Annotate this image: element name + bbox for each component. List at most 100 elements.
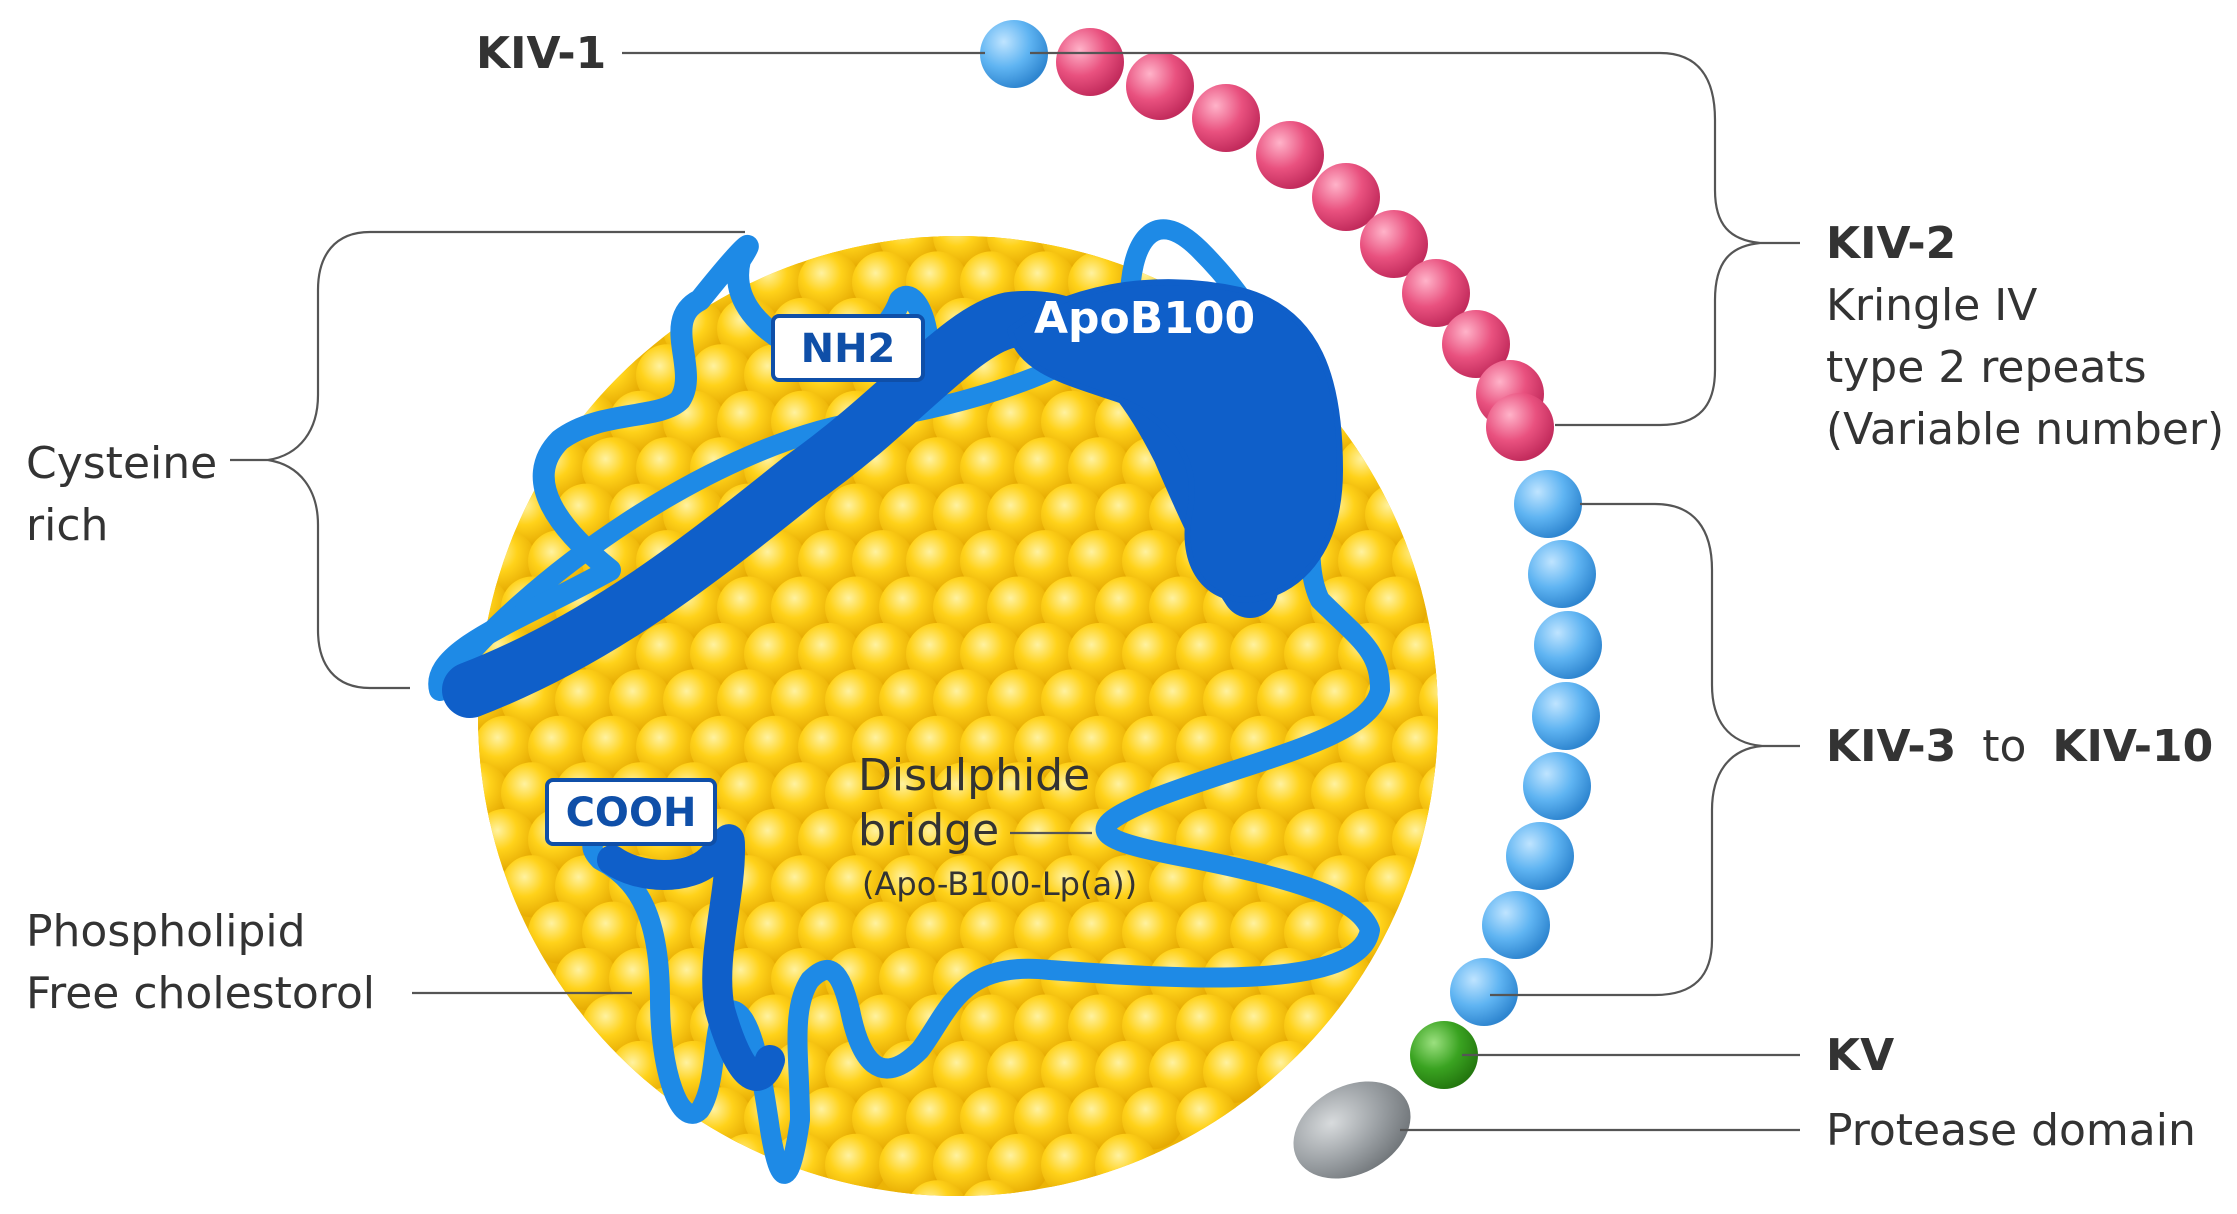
phospholipid-label-line2: Free cholestorol <box>26 968 375 1019</box>
lipid-bead <box>1419 762 1438 825</box>
lipid-bead <box>1149 855 1211 918</box>
lipid-bead <box>555 669 617 732</box>
lipid-bead <box>1338 808 1400 871</box>
lipid-bead <box>960 623 1022 685</box>
lipid-bead <box>906 715 968 778</box>
lipid-bead <box>798 1087 860 1150</box>
lipid-bead <box>1230 808 1292 871</box>
lipid-bead <box>1041 762 1103 825</box>
lipid-bead <box>1068 901 1130 964</box>
kiv2-bead <box>1442 310 1510 378</box>
lipid-bead <box>1176 715 1238 778</box>
lipid-bead <box>1149 576 1211 639</box>
lipid-bead <box>690 715 752 778</box>
lipid-bead <box>798 623 860 685</box>
lipid-bead <box>852 715 914 778</box>
cooh-tag: COOH <box>545 778 717 846</box>
lipid-bead <box>906 901 968 964</box>
lipid-bead <box>1122 530 1184 593</box>
kiv3-10-bead <box>1506 822 1574 890</box>
kiv3-10-bead <box>1532 682 1600 750</box>
lipid-bead <box>1014 901 1076 964</box>
kiv3-10-label: KIV-3 to KIV-10 <box>1826 721 2213 772</box>
lipid-bead <box>1014 1087 1076 1150</box>
lipid-bead <box>879 762 941 825</box>
kiv3-10-bead <box>1534 611 1602 679</box>
lipid-bead <box>690 623 752 685</box>
lipid-bead <box>690 344 752 407</box>
lipid-bead <box>1257 762 1319 825</box>
lipid-bead <box>960 901 1022 964</box>
kiv2-bead <box>1402 259 1470 327</box>
lipid-bead <box>933 855 995 918</box>
kiv10-label: KIV-10 <box>2052 721 2213 772</box>
lipid-bead <box>528 901 590 964</box>
lipid-bead <box>825 762 887 825</box>
lipid-bead <box>987 576 1049 639</box>
lipid-bead <box>717 762 779 825</box>
lipid-bead <box>987 483 1049 546</box>
disulphide-label-line2: bridge <box>858 805 999 856</box>
lipid-bead <box>1392 715 1438 778</box>
lipid-bead <box>1203 669 1265 732</box>
lipid-bead <box>960 715 1022 778</box>
apob100-cterm-tail <box>597 824 785 1091</box>
lipid-bead <box>852 901 914 964</box>
kiv1-bead <box>980 20 1048 88</box>
lipid-bead <box>879 236 941 267</box>
lipid-bead <box>960 530 1022 593</box>
lipid-bead <box>555 948 617 1010</box>
cysteine-brace <box>230 230 745 690</box>
lipid-bead <box>1041 576 1103 639</box>
lipid-bead <box>879 948 941 1010</box>
lipid-bead <box>987 236 1049 267</box>
lipid-bead <box>1014 623 1076 685</box>
kiv2-desc-line3: (Variable number) <box>1826 404 2224 455</box>
kiv2-bead <box>1126 52 1194 120</box>
lipid-bead <box>1122 715 1184 778</box>
nh2-tag-text: NH2 <box>801 326 896 372</box>
lipid-bead <box>879 483 941 546</box>
lipid-bead <box>1419 669 1438 732</box>
lipid-bead <box>1014 808 1076 871</box>
lipid-bead <box>933 1040 995 1103</box>
kiv2-bead <box>1486 393 1554 461</box>
lipid-bead <box>1176 623 1238 685</box>
lipid-bead <box>771 855 833 918</box>
phospholipid-label-group: Phospholipid Free cholestorol <box>26 906 375 1019</box>
kringle-chain <box>980 20 1602 1179</box>
lipid-bead <box>582 901 644 964</box>
lipid-bead <box>1365 762 1427 825</box>
lipid-bead <box>1284 901 1346 964</box>
lipid-bead <box>987 1040 1049 1103</box>
lipid-bead <box>1122 994 1184 1057</box>
lipid-bead <box>1095 483 1157 546</box>
kiv2-desc-line1: Kringle IV <box>1826 280 2037 331</box>
lipid-bead <box>1095 1133 1157 1196</box>
lipid-bead <box>987 762 1049 825</box>
lipid-bead <box>1095 1040 1157 1103</box>
lipid-bead <box>717 390 779 453</box>
lipid-bead <box>1149 1040 1211 1103</box>
lipid-bead <box>1122 623 1184 685</box>
lipid-bead <box>825 576 887 639</box>
lipid-bead <box>1176 994 1238 1057</box>
lipid-bead <box>636 715 698 778</box>
lipid-bead <box>1014 715 1076 778</box>
lipid-bead <box>906 1087 968 1150</box>
lipid-bead <box>1014 530 1076 593</box>
lipid-bead <box>1068 437 1130 500</box>
disulphide-label-line3: (Apo-B100-Lp(a)) <box>862 865 1137 903</box>
lipid-bead <box>852 808 914 871</box>
nh2-tag: NH2 <box>771 314 925 382</box>
lipid-bead <box>1149 669 1211 732</box>
lipid-bead <box>879 855 941 918</box>
lipid-bead <box>987 390 1049 453</box>
lipid-bead <box>1176 1087 1238 1150</box>
lipid-bead <box>744 901 806 964</box>
apob100-label: ApoB100 <box>1034 293 1255 344</box>
lipid-bead <box>1068 715 1130 778</box>
lipid-bead <box>825 236 887 267</box>
kiv3-10-bead <box>1523 752 1591 820</box>
lipid-bead <box>906 530 968 593</box>
